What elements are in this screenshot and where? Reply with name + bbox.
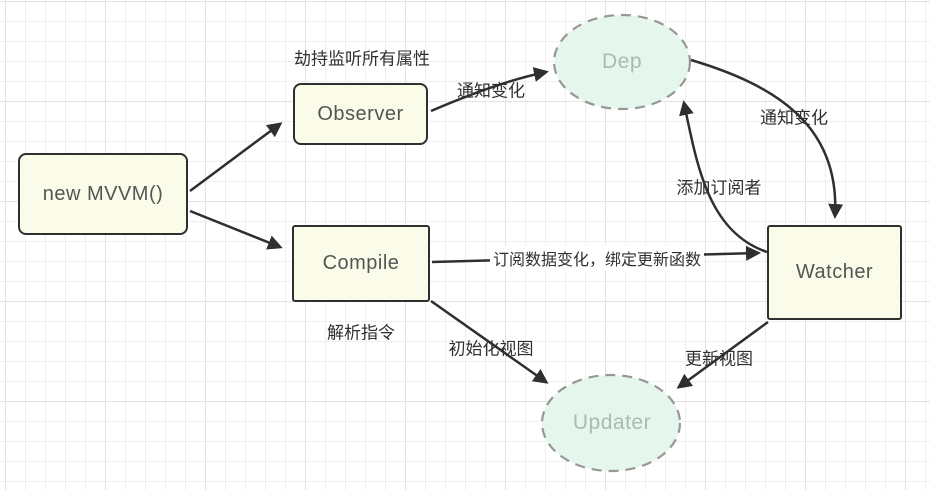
- node-new-mvvm: new MVVM(): [18, 153, 188, 235]
- label-update-view: 更新视图: [685, 349, 753, 369]
- label-subscribe-bind-update: 订阅数据变化，绑定更新函数: [489, 245, 705, 271]
- node-observer-label: Observer: [317, 102, 404, 125]
- arrow-mvvm-to-compile: [189, 209, 283, 250]
- node-dep-label: Dep: [601, 50, 643, 73]
- updater-ellipse: [540, 373, 682, 473]
- arrow-mvvm-to-observer: [189, 122, 283, 193]
- node-compile-label: Compile: [322, 252, 400, 274]
- dep-ellipse: [552, 13, 692, 111]
- node-watcher-label: Watcher: [795, 261, 874, 283]
- arrow-watcher-to-dep: [679, 100, 768, 254]
- label-compile-caption: 解析指令: [327, 323, 395, 343]
- arrow-dep-to-watcher: [690, 58, 844, 219]
- arrow-observer-to-dep: [430, 67, 549, 113]
- node-compile: Compile: [292, 225, 430, 302]
- node-new-mvvm-label: new MVVM(): [42, 182, 164, 205]
- node-observer: Observer: [293, 83, 428, 145]
- label-init-view: 初始化视图: [448, 339, 534, 359]
- node-updater-label: Updater: [572, 411, 652, 434]
- label-notify-change-right: 通知变化: [760, 108, 828, 128]
- label-add-subscriber: 添加订阅者: [676, 178, 762, 198]
- label-notify-change-left: 通知变化: [457, 81, 525, 101]
- node-watcher: Watcher: [767, 225, 902, 320]
- arrow-watcher-to-updater: [676, 320, 769, 389]
- label-observer-caption: 劫持监听所有属性: [294, 49, 430, 69]
- arrow-compile-to-updater: [430, 299, 549, 384]
